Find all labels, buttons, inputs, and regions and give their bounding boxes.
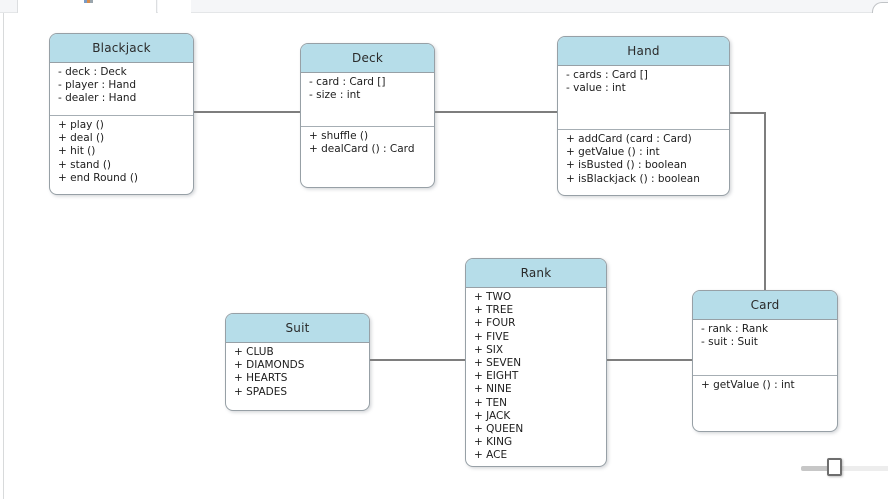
class-section: + getValue () : int — [693, 375, 837, 431]
class-member[interactable]: + isBusted () : boolean — [566, 159, 687, 172]
class-box-rank[interactable]: Rank+ TWO+ TREE+ FOUR+ FIVE+ SIX+ SEVEN+… — [465, 258, 607, 467]
class-member[interactable]: + end Round () — [58, 171, 139, 184]
class-section: + addCard (card : Card)+ getValue () : i… — [558, 129, 729, 195]
class-member[interactable]: + getValue () : int — [566, 146, 660, 159]
class-member[interactable]: + HEARTS — [234, 372, 288, 385]
class-member[interactable]: + FIVE — [474, 330, 510, 343]
mini-diagram-thumbnail-icon — [84, 0, 93, 3]
connector-hand-card[interactable] — [764, 112, 766, 290]
class-title: Suit — [226, 314, 369, 343]
zoom-slider-track[interactable] — [831, 466, 888, 471]
class-box-suit[interactable]: Suit+ CLUB+ DIAMONDS+ HEARTS+ SPADES — [225, 313, 370, 411]
class-member[interactable]: + deal () — [58, 132, 105, 145]
class-section: + CLUB+ DIAMONDS+ HEARTS+ SPADES — [226, 343, 369, 410]
class-member[interactable]: + getValue () : int — [701, 379, 795, 391]
class-member[interactable]: + addCard (card : Card) — [566, 133, 692, 145]
class-member[interactable]: + shuffle () — [309, 130, 369, 142]
toolbar-tab[interactable] — [17, 0, 157, 13]
class-section: - cards : Card []- value : int — [558, 66, 729, 129]
class-member[interactable]: + KING — [474, 436, 513, 449]
class-box-hand[interactable]: Hand- cards : Card []- value : int+ addC… — [557, 36, 730, 196]
class-member[interactable]: - card : Card [] — [309, 76, 386, 88]
class-member[interactable]: - player : Hand — [58, 79, 136, 92]
class-member[interactable]: + TWO — [474, 291, 512, 303]
class-box-blackjack[interactable]: Blackjack- deck : Deck- player : Hand- d… — [49, 33, 194, 195]
class-box-card[interactable]: Card- rank : Rank- suit : Suit+ getValue… — [692, 290, 838, 432]
class-member[interactable]: + JACK — [474, 409, 511, 422]
class-member[interactable]: + DIAMONDS — [234, 359, 305, 372]
class-member[interactable]: - suit : Suit — [701, 336, 758, 349]
canvas-left-border — [3, 13, 4, 499]
class-title: Blackjack — [50, 34, 193, 63]
zoom-slider[interactable] — [801, 458, 888, 476]
class-title: Rank — [466, 259, 606, 288]
class-section: + TWO+ TREE+ FOUR+ FIVE+ SIX+ SEVEN+ EIG… — [466, 288, 606, 466]
class-member[interactable]: + dealCard () : Card — [309, 143, 415, 156]
class-member[interactable]: + CLUB — [234, 346, 274, 358]
class-member[interactable]: + hit () — [58, 145, 96, 158]
class-member[interactable]: + SEVEN — [474, 356, 522, 369]
class-section: + play ()+ deal ()+ hit ()+ stand ()+ en… — [50, 115, 193, 194]
class-member[interactable]: - rank : Rank — [701, 323, 769, 335]
class-member[interactable]: + SIX — [474, 343, 504, 356]
class-title: Deck — [301, 44, 434, 73]
class-box-deck[interactable]: Deck- card : Card []- size : int+ shuffl… — [300, 43, 435, 188]
connector-suit-rank[interactable] — [370, 359, 465, 361]
toolbar-gap — [158, 0, 191, 13]
class-member[interactable]: + QUEEN — [474, 422, 524, 435]
class-member[interactable]: + TEN — [474, 396, 508, 409]
zoom-slider-thumb[interactable] — [827, 458, 842, 476]
class-member[interactable]: + NINE — [474, 383, 512, 396]
class-member[interactable]: + ACE — [474, 449, 508, 462]
toolbar-corner-widget[interactable] — [872, 2, 888, 13]
class-member[interactable]: + FOUR — [474, 317, 516, 330]
connector-deck-hand[interactable] — [435, 111, 557, 113]
toolbar-strip — [0, 0, 888, 13]
connector-blackjack-deck[interactable] — [194, 111, 300, 113]
zoom-slider-track-filled[interactable] — [801, 466, 831, 471]
class-member[interactable]: - value : int — [566, 82, 626, 95]
class-member[interactable]: + stand () — [58, 158, 112, 171]
class-member[interactable]: + EIGHT — [474, 370, 519, 383]
class-member[interactable]: + play () — [58, 119, 104, 131]
class-member[interactable]: - cards : Card [] — [566, 69, 648, 81]
class-section: + shuffle ()+ dealCard () : Card — [301, 126, 434, 187]
class-member[interactable]: + TREE — [474, 304, 514, 317]
class-section: - deck : Deck- player : Hand- dealer : H… — [50, 63, 193, 115]
class-title: Card — [693, 291, 837, 320]
connector-rank-card[interactable] — [607, 359, 692, 361]
class-title: Hand — [558, 37, 729, 66]
class-section: - rank : Rank- suit : Suit — [693, 320, 837, 375]
class-member[interactable]: - deck : Deck — [58, 66, 127, 78]
connector-hand-card[interactable] — [730, 112, 766, 114]
class-section: - card : Card []- size : int — [301, 73, 434, 126]
class-member[interactable]: - dealer : Hand — [58, 92, 137, 105]
class-member[interactable]: + isBlackjack () : boolean — [566, 172, 700, 185]
class-member[interactable]: - size : int — [309, 89, 361, 102]
class-member[interactable]: + SPADES — [234, 385, 288, 398]
